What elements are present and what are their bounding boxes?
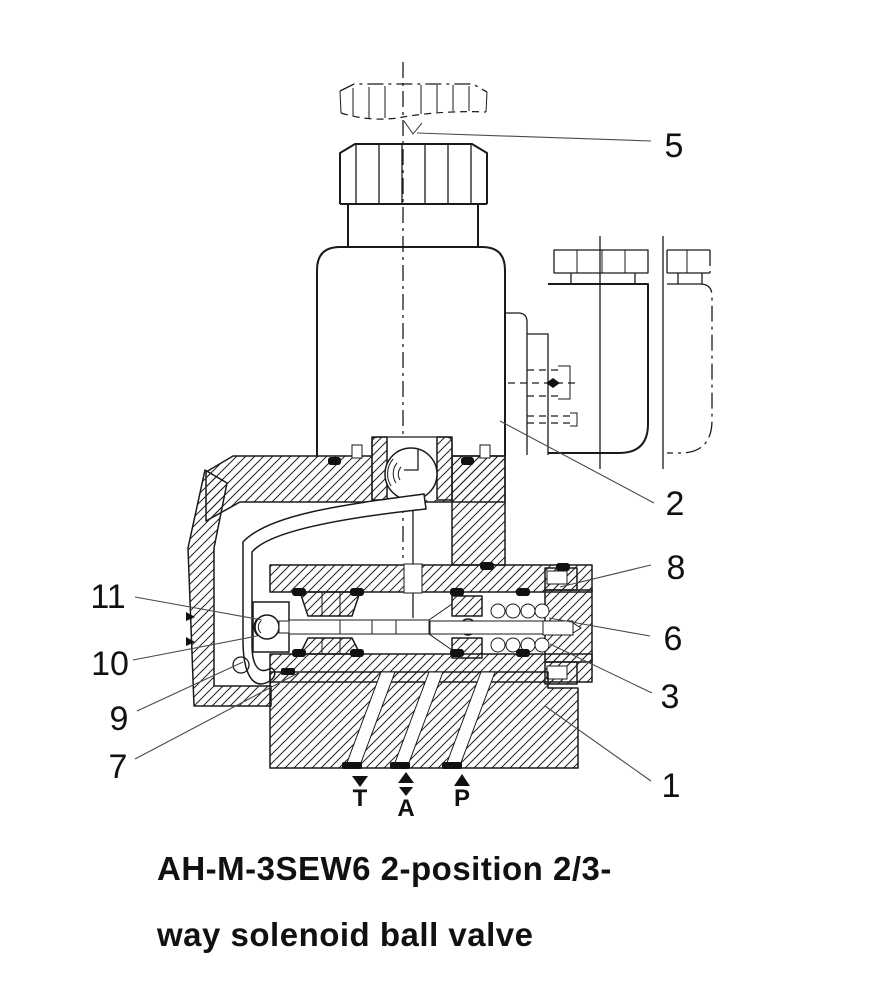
port-t-label: T <box>353 785 368 812</box>
caption-line-1: AH-M-3SEW6 2-position 2/3- <box>157 850 612 887</box>
poppet-and-seat <box>428 595 544 659</box>
mounting-block <box>269 668 579 769</box>
caption-line-2: way solenoid ball valve <box>157 916 534 953</box>
port-t-symbol: T <box>352 776 368 812</box>
callout-leader-lines <box>132 120 655 782</box>
din-connector-phantom <box>662 236 713 469</box>
callout-8: 8 <box>667 549 686 587</box>
port-p-label: P <box>454 785 470 812</box>
callout-9: 9 <box>110 700 129 738</box>
lever-pivot-screw <box>232 656 250 674</box>
valve-cartridge <box>252 562 593 685</box>
cartridge-push-rod <box>288 619 430 635</box>
callout-6: 6 <box>664 620 683 658</box>
callout-11: 11 <box>90 578 125 616</box>
joint-seals-and-screws <box>328 444 491 465</box>
down-arrow-icon <box>399 787 413 796</box>
port-a-symbol: A <box>397 772 415 822</box>
down-arrow-icon <box>352 776 368 787</box>
callout-1: 1 <box>662 767 681 805</box>
callout-3: 3 <box>661 678 680 716</box>
solenoid-tube-body <box>316 246 506 457</box>
o-ring-seals <box>292 562 570 657</box>
up-arrow-icon <box>398 772 414 783</box>
din-connector <box>505 236 649 469</box>
callout-10: 10 <box>91 645 129 683</box>
callout-2: 2 <box>666 485 685 523</box>
callout-numbers: 5 2 8 6 3 1 11 10 9 7 <box>90 127 685 805</box>
cap-neck <box>347 204 479 247</box>
manual-knob-phantom-position <box>339 83 488 120</box>
callout-7: 7 <box>109 748 128 786</box>
port-p-symbol: P <box>454 774 470 812</box>
adjustment-pin <box>542 620 582 636</box>
knurled-cap <box>339 143 488 205</box>
return-spring <box>490 603 550 653</box>
port-a-label: A <box>397 795 414 822</box>
up-arrow-icon <box>454 774 470 786</box>
callout-5: 5 <box>665 127 684 165</box>
